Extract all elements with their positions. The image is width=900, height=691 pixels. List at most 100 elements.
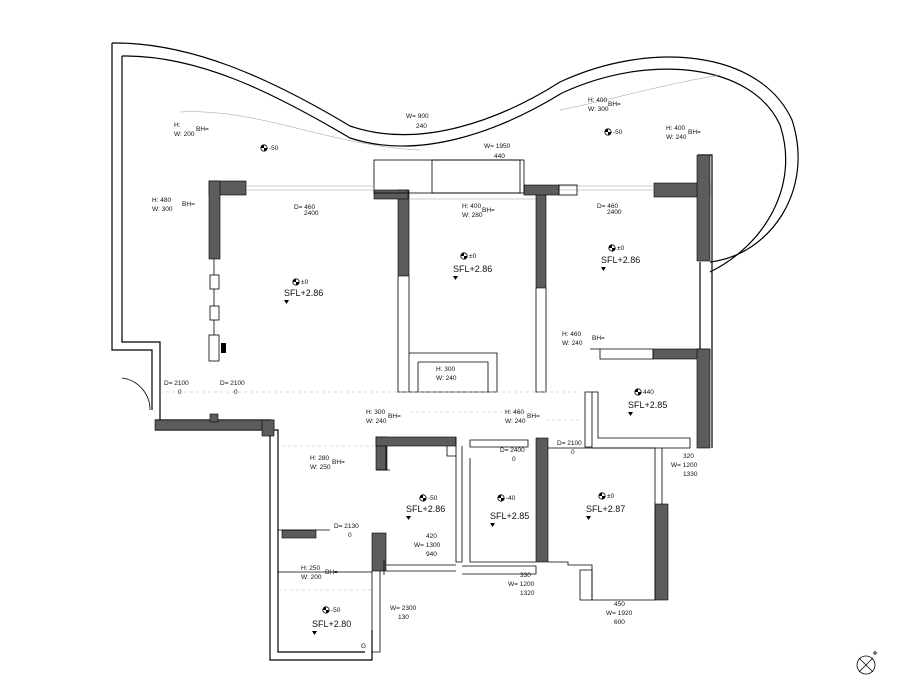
svg-text:D= 2130: D= 2130 (334, 523, 359, 530)
g-mark: G (361, 643, 366, 650)
svg-text:0: 0 (512, 456, 516, 463)
svg-text:450: 450 (614, 601, 625, 608)
sfl-label: SFL+2.85 (490, 511, 529, 527)
svg-text:H: 280: H: 280 (310, 455, 330, 462)
svg-text:W: 240: W: 240 (562, 340, 583, 347)
svg-text:H: 400: H: 400 (666, 125, 686, 132)
svg-text:0: 0 (178, 389, 182, 396)
svg-text:130: 130 (398, 614, 409, 621)
svg-text:W= 2300: W= 2300 (390, 605, 417, 612)
opening-labels: H: 480 W: 300 BH= H: 460 W: 240 BH= H: W… (152, 97, 701, 581)
svg-text:BH=: BH= (592, 335, 605, 342)
window-label: 420 W= 1300 940 (414, 533, 441, 558)
window-labels: W= 900 240 W= 1950 440 420 W= 1300 940 3… (390, 113, 698, 626)
svg-text:H: 300: H: 300 (366, 409, 386, 416)
wall-blocks (154, 154, 711, 601)
svg-text:D= 2100: D= 2100 (164, 380, 189, 387)
svg-text:±0: ±0 (301, 279, 309, 286)
door-label: D= 2130 0 (334, 523, 359, 539)
svg-text:H: 400: H: 400 (588, 97, 608, 104)
svg-text:±0: ±0 (617, 245, 625, 252)
svg-text:SFL+2.85: SFL+2.85 (490, 511, 529, 521)
svg-text:W: 240: W: 240 (505, 418, 526, 425)
window-label: W= 900 240 (406, 113, 429, 130)
opening-label: H: 250 W: 200 BH= (301, 565, 338, 581)
sfl-label: SFL+2.86 (284, 288, 323, 304)
svg-text:SFL+2.80: SFL+2.80 (312, 619, 351, 629)
svg-text:240: 240 (416, 123, 427, 130)
svg-text:BH=: BH= (332, 459, 345, 466)
svg-text:W: 280: W: 280 (462, 212, 483, 219)
svg-text:BH=: BH= (182, 201, 195, 208)
sfl-labels: SFL+2.86 SFL+2.86 SFL+2.86 SFL+2.85 SFL+… (284, 255, 667, 635)
svg-text:W= 900: W= 900 (406, 113, 429, 120)
svg-text:D= 2400: D= 2400 (500, 447, 525, 454)
svg-text:BH=: BH= (688, 129, 701, 136)
opening-label: H: 300 W: 240 (436, 366, 457, 382)
svg-text:SFL+2.86: SFL+2.86 (453, 264, 492, 274)
svg-text:H: 480: H: 480 (152, 197, 172, 204)
window-label: 330 W= 1200 1320 (508, 572, 535, 597)
level-marker-icon: -50 (604, 128, 623, 136)
door-label: D= 2100 0 (164, 380, 189, 396)
svg-text:940: 940 (426, 551, 437, 558)
svg-text:H: 460: H: 460 (562, 331, 582, 338)
svg-text:W= 1300: W= 1300 (414, 542, 441, 549)
level-marker-icon: ±0 (598, 492, 615, 500)
level-marker-icon: -40 (497, 494, 516, 502)
opening-label: H: 280 W: 250 BH= (310, 455, 345, 471)
svg-text:H: 400: H: 400 (462, 203, 482, 210)
svg-text:±0: ±0 (607, 493, 615, 500)
level-marker-icon: -50 (260, 144, 279, 152)
svg-text:-50: -50 (331, 607, 341, 614)
opening-label: H: 400 W: 280 BH= (462, 203, 495, 219)
north-arrow-icon (856, 651, 877, 675)
svg-text:-50: -50 (613, 129, 623, 136)
svg-text:0: 0 (234, 389, 238, 396)
svg-text:H: 460: H: 460 (505, 409, 525, 416)
svg-text:2400: 2400 (607, 209, 622, 216)
svg-text:1330: 1330 (683, 471, 698, 478)
opening-label: H: 300 W: 240 BH= (366, 409, 401, 425)
svg-text:BH=: BH= (388, 413, 401, 420)
window-label: 450 W= 1920 600 (606, 601, 633, 626)
svg-text:BH=: BH= (482, 207, 495, 214)
level-marker-icon: -50 (322, 606, 341, 614)
level-markers: -50 -50 ±0 ±0 ±0 ±0 -50 -40 (260, 128, 654, 614)
svg-text:W: 240: W: 240 (366, 418, 387, 425)
svg-text:-40: -40 (506, 495, 516, 502)
svg-text:W: 300: W: 300 (152, 206, 173, 213)
svg-text:1320: 1320 (520, 590, 535, 597)
svg-text:D= 2100: D= 2100 (220, 380, 245, 387)
door-label: D= 2100 0 (557, 440, 582, 456)
svg-text:SFL+2.86: SFL+2.86 (406, 504, 445, 514)
svg-text:-50: -50 (428, 495, 438, 502)
svg-text:SFL+2.87: SFL+2.87 (586, 504, 625, 514)
svg-text:SFL+2.86: SFL+2.86 (601, 255, 640, 265)
sfl-label: SFL+2.80 (312, 619, 351, 635)
sfl-label: SFL+2.86 (453, 264, 492, 280)
level-marker-icon: 440 (634, 388, 654, 396)
window-label: 320 W= 1200 1330 (671, 453, 698, 478)
svg-text:W: 240: W: 240 (436, 375, 457, 382)
svg-text:440: 440 (494, 153, 505, 160)
door-label: D= 2400 0 (500, 447, 525, 463)
outlet-marker (221, 343, 226, 353)
window-label: W= 1950 440 (484, 143, 511, 160)
svg-text:2400: 2400 (304, 210, 319, 217)
door-label: D= 460 2400 (597, 203, 622, 216)
svg-text:H:: H: (174, 122, 181, 129)
svg-text:D= 460: D= 460 (294, 204, 316, 211)
opening-label: H: 460 W: 240 BH= (505, 409, 540, 425)
svg-text:W= 1950: W= 1950 (484, 143, 511, 150)
opening-label: H: 400 W: 240 BH= (666, 125, 701, 141)
svg-text:H: 300: H: 300 (436, 366, 456, 373)
svg-text:SFL+2.86: SFL+2.86 (284, 288, 323, 298)
svg-text:W: 300: W: 300 (588, 106, 609, 113)
svg-text:SFL+2.85: SFL+2.85 (628, 400, 667, 410)
svg-text:320: 320 (683, 453, 694, 460)
door-label: D= 2100 0 (220, 380, 245, 396)
svg-text:420: 420 (426, 533, 437, 540)
curved-balcony-wall (111, 42, 799, 273)
level-marker-icon: -50 (419, 494, 438, 502)
